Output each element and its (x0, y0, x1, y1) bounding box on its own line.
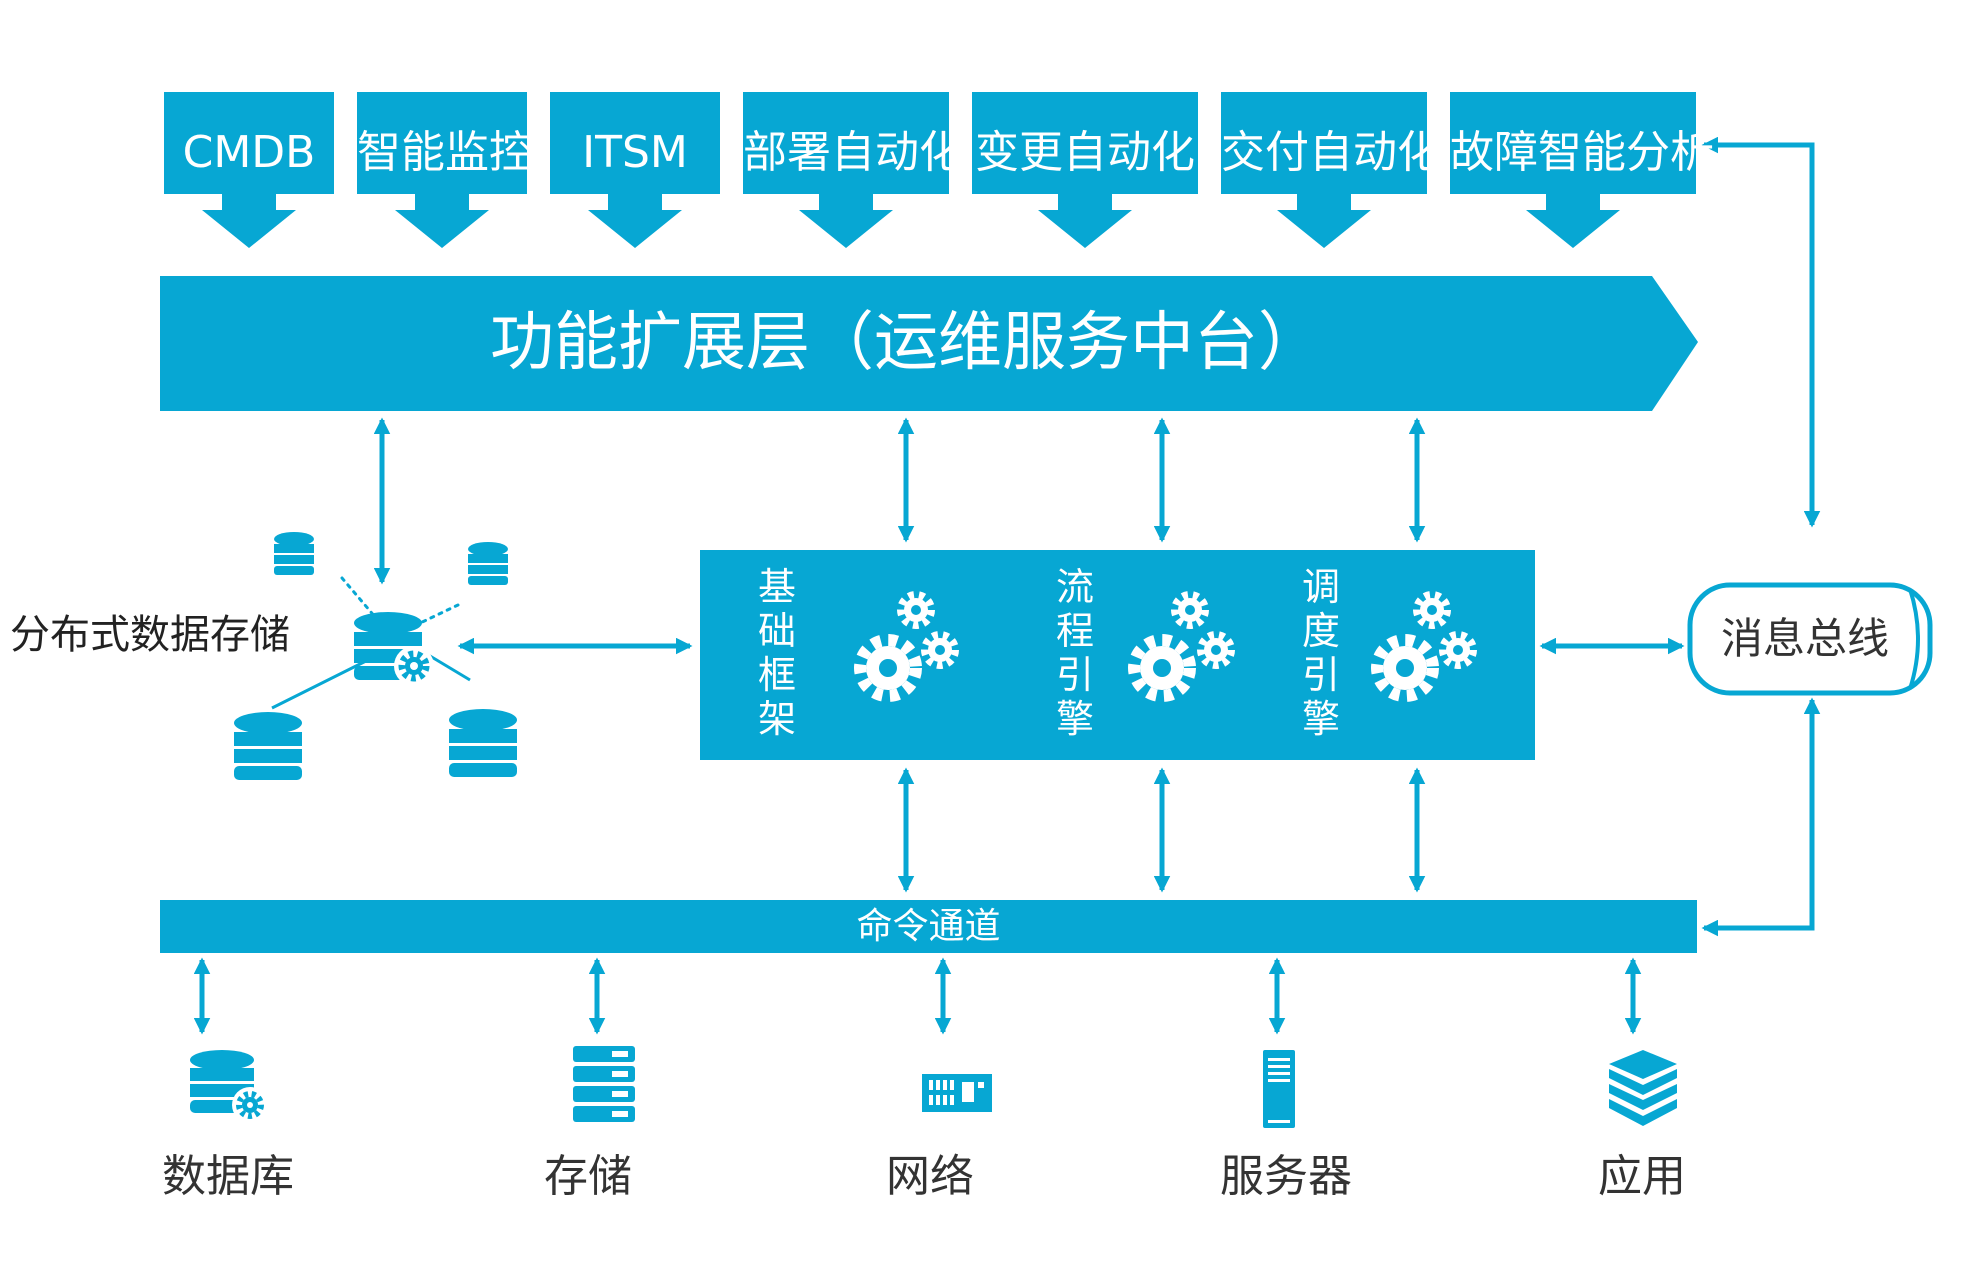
module-arrow-deploy (799, 194, 893, 248)
layers-stack-icon (1609, 1050, 1677, 1126)
module-box-itsm (550, 92, 720, 194)
module-label-cmdb: CMDB (182, 127, 316, 178)
database-gear-icon-center (354, 612, 434, 686)
command-channel-label: 命令通道 (856, 906, 1001, 947)
module-boxes (164, 92, 1696, 248)
resource-label-database: 数据库 (162, 1151, 294, 1202)
module-arrow-delivery (1277, 194, 1371, 248)
connector-arrows (193, 417, 1685, 1035)
message-bus-label: 消息总线 (1720, 614, 1889, 663)
resource-label-storage: 存储 (544, 1151, 632, 1202)
engine-label-scheduler: 调度引擎 (1301, 565, 1340, 741)
resource-label-application: 应用 (1598, 1151, 1686, 1202)
storage-cluster (234, 532, 517, 780)
engine-label-framework: 基础框架 (757, 565, 796, 741)
module-label-monitoring: 智能监控 (357, 127, 533, 178)
bus-to-command-arrow (1701, 697, 1821, 937)
engine-label-process: 流程引擎 (1055, 565, 1094, 741)
database-icon-small-right (468, 542, 508, 585)
resource-label-server: 服务器 (1220, 1151, 1352, 1202)
database-gear-icon (190, 1050, 268, 1123)
module-label-change: 变更自动化 (975, 127, 1195, 178)
module-box-deploy (743, 92, 949, 194)
database-icon-large-left (234, 712, 302, 780)
storage-rack-icon (573, 1046, 635, 1122)
database-icon-large-right (449, 709, 517, 777)
message-bus-cylinder (1687, 582, 1933, 696)
extension-layer-label: 功能扩展层（运维服务中台） (490, 306, 1322, 380)
extension-layer-banner (160, 276, 1698, 411)
module-arrow-itsm (588, 194, 682, 248)
module-arrow-monitoring (395, 194, 489, 248)
server-tower-icon (1263, 1050, 1295, 1128)
module-box-cmdb (164, 92, 334, 194)
storage-label: 分布式数据存储 (10, 612, 290, 658)
module-box-fault (1450, 92, 1696, 194)
module-label-itsm: ITSM (582, 127, 688, 178)
resource-label-network: 网络 (886, 1151, 974, 1202)
network-switch-icon (922, 1074, 992, 1112)
module-arrow-cmdb (202, 194, 296, 248)
fault-to-bus-arrow (1701, 136, 1821, 528)
module-arrow-fault (1526, 194, 1620, 248)
module-label-deploy: 部署自动化 (743, 127, 963, 178)
module-arrow-change (1038, 194, 1132, 248)
module-box-change (972, 92, 1198, 194)
database-icon-small-left (274, 532, 314, 575)
module-label-delivery: 交付自动化 (1221, 127, 1441, 178)
module-box-delivery (1221, 92, 1427, 194)
module-box-monitoring (357, 92, 527, 194)
module-label-fault: 故障智能分析 (1450, 127, 1714, 178)
command-channel-bar (160, 900, 1697, 953)
